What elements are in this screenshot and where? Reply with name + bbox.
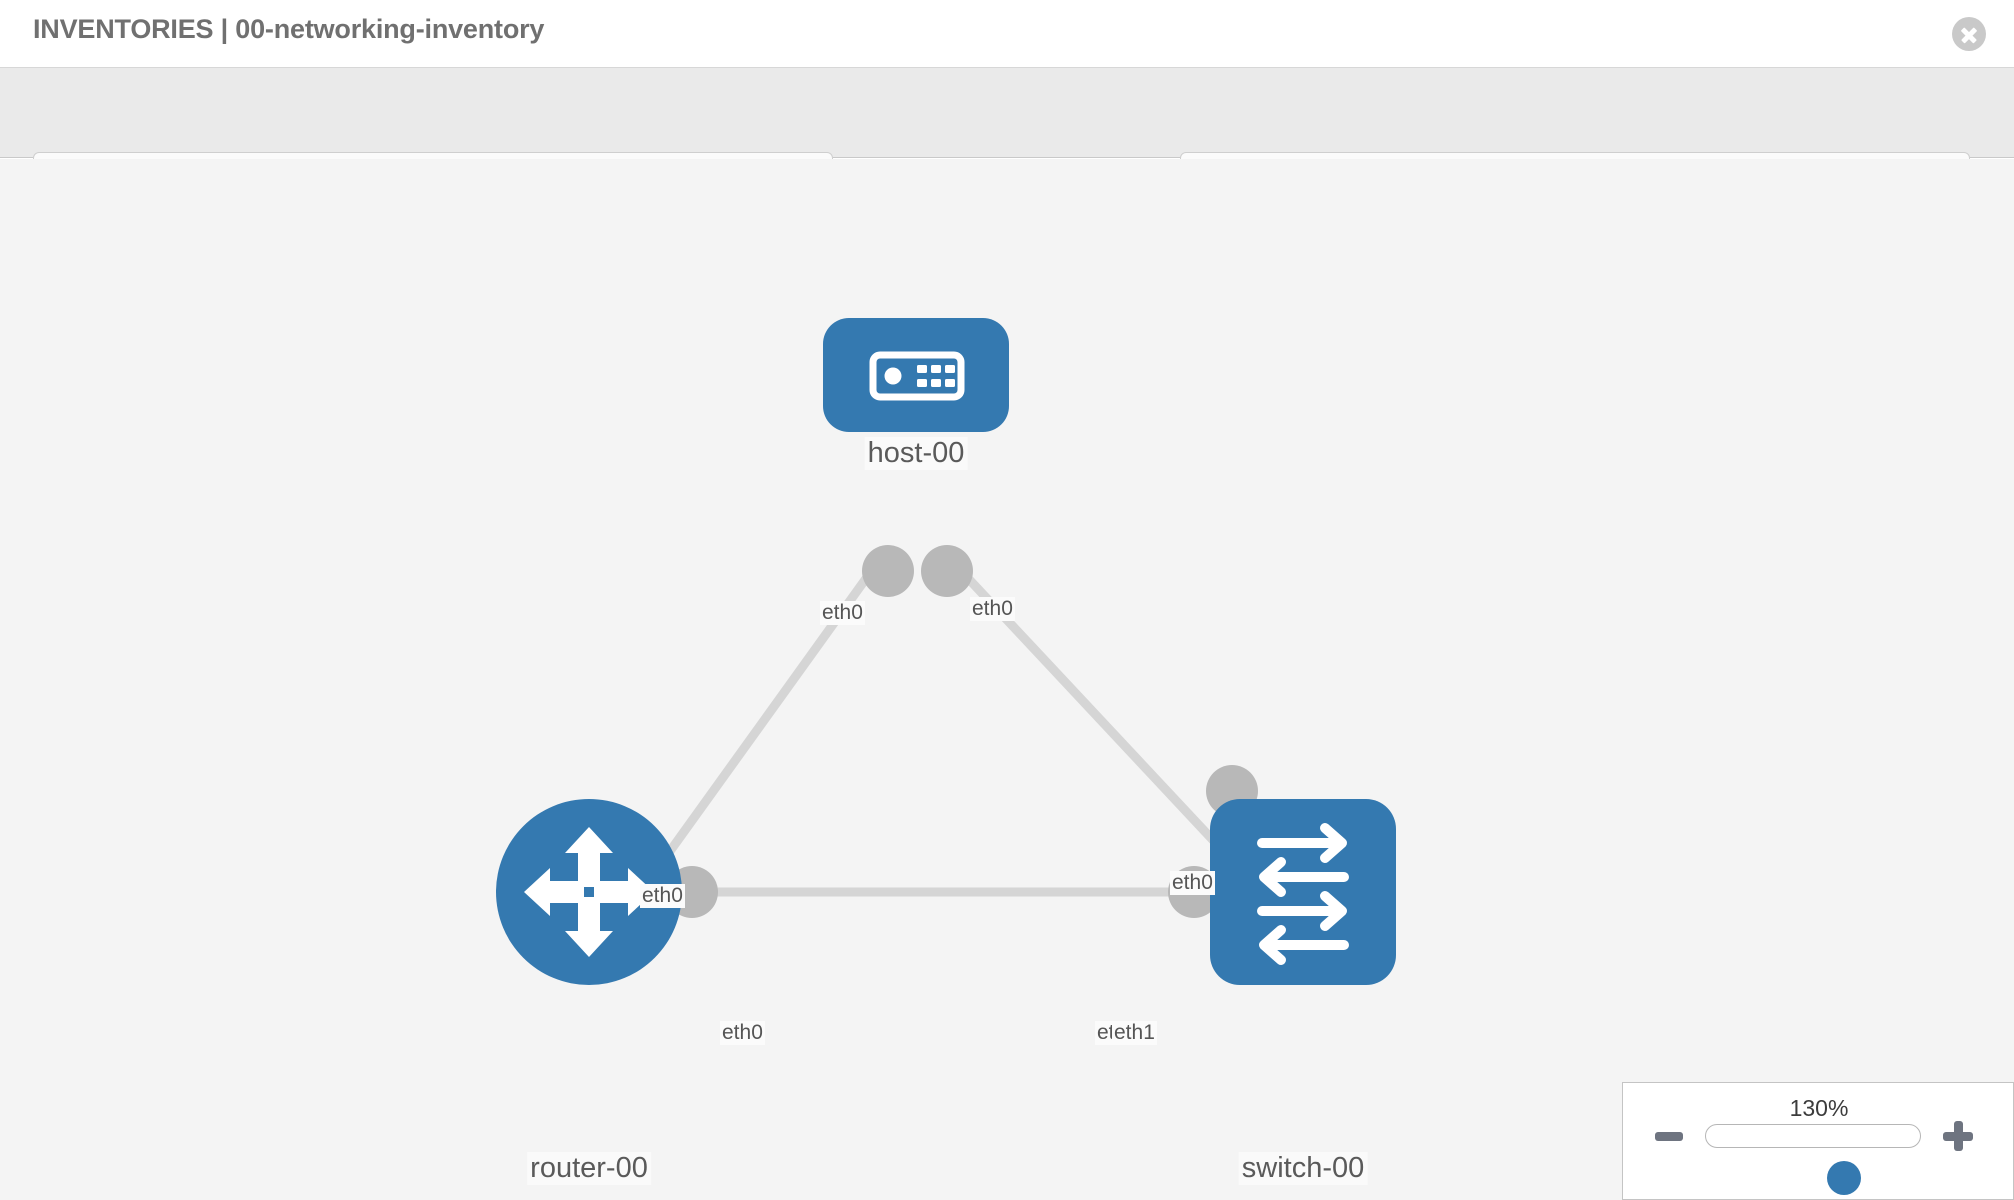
edge-label-host00-left: eth0 (820, 601, 865, 625)
zoom-slider[interactable] (1705, 1124, 1921, 1195)
close-icon[interactable] (1952, 17, 1986, 51)
node-label-switch-00: switch-00 (1238, 1152, 1368, 1185)
minus-icon[interactable] (1655, 1132, 1683, 1141)
node-host-00 (823, 318, 1009, 432)
plus-icon[interactable] (1943, 1121, 1973, 1151)
node-router-00 (496, 799, 682, 985)
topology-canvas[interactable]: eth0 eth0 eth0 eth0 eth0 eth0 eth1 host-… (0, 159, 2014, 1200)
edge-label-host00-right: eth0 (970, 597, 1015, 621)
edge-group (646, 555, 1244, 897)
edge-label-switch00-eth1: eth1 (1112, 1021, 1157, 1045)
breadcrumb: INVENTORIES | 00-networking-inventory (33, 14, 545, 44)
zoom-level-value: 130% (1789, 1095, 1849, 1121)
port-host00-right (921, 545, 973, 597)
port-host00-left (862, 545, 914, 597)
node-label-router-00: router-00 (527, 1152, 651, 1185)
node-label-host-00: host-00 (864, 437, 968, 470)
edge-label-router00-uplink: eth0 (640, 884, 685, 908)
zoom-control-panel: 130% (1622, 1082, 2014, 1200)
topology-graph (496, 318, 1396, 985)
edge-label-switch00-uplink: eth0 (1170, 871, 1215, 895)
page-header: INVENTORIES | 00-networking-inventory (0, 0, 2014, 68)
toolbar: ACTIONS SEARCH (0, 68, 2014, 204)
node-switch-00 (1210, 799, 1396, 985)
edge-label-router00-eth0: eth0 (720, 1021, 765, 1045)
zoom-slider-thumb[interactable] (1827, 1161, 1861, 1195)
